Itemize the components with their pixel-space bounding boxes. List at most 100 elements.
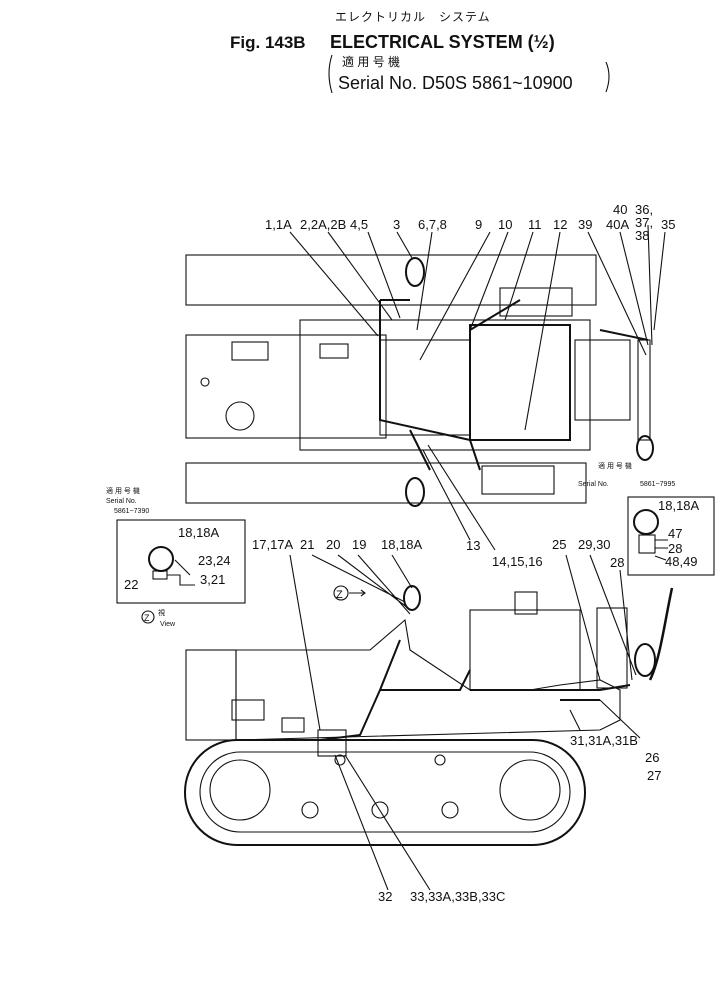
- side-body-outline: [235, 618, 621, 741]
- upper-fender: [499, 287, 573, 317]
- component-top: [319, 343, 349, 359]
- inset-z-serial-range: 5861~7390: [114, 508, 149, 515]
- inset-z-callout-22: 22: [124, 577, 138, 592]
- z-marker-circle: [333, 585, 349, 601]
- lamp-front-right: [636, 435, 654, 461]
- cable-callout-arc: [648, 587, 674, 681]
- rear-counterweight: [185, 649, 237, 741]
- inset-right-callout-47: 47: [668, 526, 682, 541]
- rear-hole: [225, 401, 255, 431]
- lower-track: [185, 462, 587, 504]
- wiring-harness-top: [379, 299, 649, 471]
- roller-1: [301, 801, 319, 819]
- callout-9: 9: [475, 217, 482, 232]
- callout-39: 39: [578, 217, 592, 232]
- inset-z-callout-23-24: 23,24: [198, 553, 231, 568]
- operator-seat: [379, 339, 471, 436]
- callout-10: 10: [498, 217, 512, 232]
- lamp-bottom-left: [405, 477, 425, 507]
- z-marker-letter: Z: [336, 589, 343, 601]
- exhaust-stack: [514, 591, 538, 615]
- callout-25: 25: [552, 537, 566, 552]
- top-view: [185, 224, 666, 551]
- callout-2-2a-2b: 2,2A,2B: [300, 217, 346, 232]
- main-frame: [299, 319, 591, 451]
- callout-19: 19: [352, 537, 366, 552]
- inset-z-lamp: [148, 546, 174, 572]
- callout-40a: 40A: [606, 217, 629, 232]
- inset-z-serial-jp: 適 用 号 機: [106, 486, 140, 495]
- side-harness: [319, 639, 631, 741]
- upper-track: [185, 254, 597, 306]
- view-z-circle: [141, 610, 155, 624]
- carrier-1: [334, 754, 346, 766]
- callout-27: 27: [647, 768, 661, 783]
- callout-3: 3: [393, 217, 400, 232]
- small-hole: [200, 377, 210, 387]
- callout-13: 13: [466, 538, 480, 553]
- figure-title: ELECTRICAL SYSTEM (½): [330, 32, 555, 52]
- callout-40: 40: [613, 202, 627, 217]
- callout-4-5: 4,5: [350, 217, 368, 232]
- inset-right-lamp: [633, 509, 659, 535]
- callout-36: 36,: [635, 202, 653, 217]
- applicable-jp: 適 用 号 機: [342, 55, 401, 69]
- roller-3: [441, 801, 459, 819]
- callout-33: 33,33A,33B,33C: [410, 889, 505, 904]
- header-katakana: エレクトリカル システム: [335, 10, 491, 24]
- inset-right-callout-28: 28: [668, 541, 682, 556]
- callout-1-1a: 1,1A: [265, 217, 292, 232]
- inset-right-frame: [627, 496, 715, 576]
- inset-right-leaders: [654, 539, 668, 561]
- callout-17-17a: 17,17A: [252, 537, 294, 552]
- roller-2: [371, 801, 389, 819]
- inset-z-bracket: [152, 570, 168, 580]
- inset-z-callout-3-21: 3,21: [200, 572, 225, 587]
- top-serial-label: Serial No.: [578, 481, 609, 488]
- callout-21: 21: [300, 537, 314, 552]
- serial-range: Serial No. D50S 5861~10900: [338, 73, 573, 93]
- z-marker-arrow: [349, 589, 366, 597]
- engine-block: [469, 324, 571, 441]
- callout-6-7-8: 6,7,8: [418, 217, 447, 232]
- callout-38: 38: [635, 228, 649, 243]
- view-z-en: View: [160, 621, 176, 628]
- view-z-letter: Z: [144, 613, 150, 623]
- callout-20: 20: [326, 537, 340, 552]
- inset-right-callout-48-49: 48,49: [665, 554, 698, 569]
- inset-z-wire: [167, 559, 195, 586]
- rear-body: [185, 334, 387, 439]
- wheel-idler-front: [499, 759, 561, 821]
- front-bar: [637, 339, 651, 441]
- side-view: [184, 554, 674, 891]
- side-box: [281, 717, 305, 733]
- callout-11: 11: [528, 217, 542, 232]
- side-lamp-cab: [403, 585, 421, 611]
- top-serial-range: 5861~7995: [640, 481, 675, 488]
- figure-number: Fig. 143B: [230, 33, 306, 52]
- side-leaders: [289, 554, 641, 891]
- wheel-idler-rear: [209, 759, 271, 821]
- battery-top: [231, 341, 269, 361]
- track-inner: [199, 751, 571, 833]
- callout-31: 31,31A,31B: [570, 733, 638, 748]
- engine-hood: [469, 609, 581, 691]
- inset-z-serial-label: Serial No.: [106, 498, 137, 505]
- header-bracket: [328, 54, 333, 94]
- side-junction: [317, 729, 347, 757]
- callout-18-18a: 18,18A: [381, 537, 423, 552]
- side-lamp-front: [634, 643, 656, 677]
- view-z-jp: 視: [158, 608, 165, 617]
- radiator: [574, 339, 631, 421]
- header-bracket-right: [605, 61, 610, 93]
- lamp-top-left: [405, 257, 425, 287]
- carrier-2: [434, 754, 446, 766]
- callout-29-30: 29,30: [578, 537, 611, 552]
- callout-37: 37,: [635, 215, 653, 230]
- inset-z-frame: [116, 519, 246, 604]
- top-leaders: [289, 224, 666, 551]
- inset-z-callout-18: 18,18A: [178, 525, 220, 540]
- callout-14-15-16: 14,15,16: [492, 554, 543, 569]
- radiator-side: [596, 607, 628, 689]
